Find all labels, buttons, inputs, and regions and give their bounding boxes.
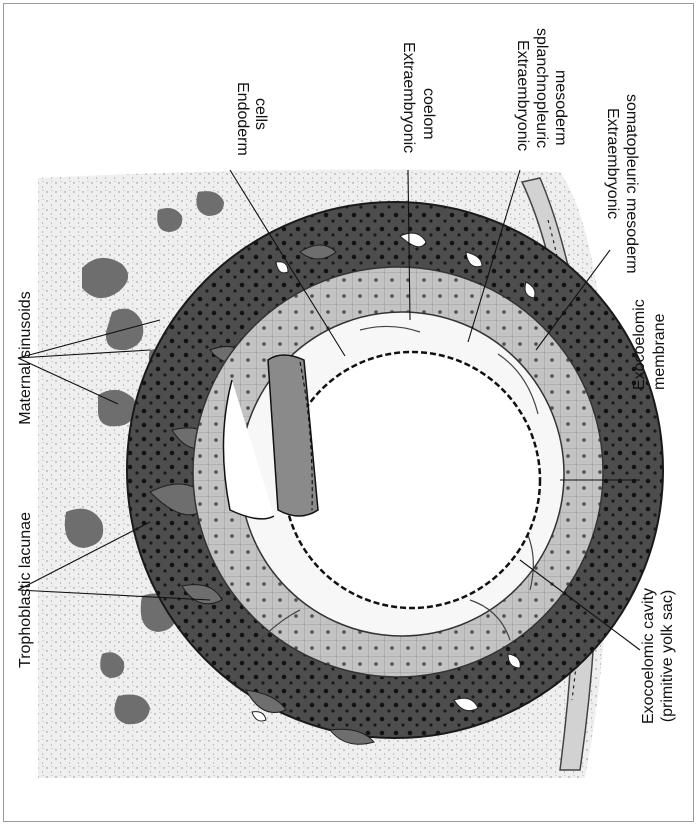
exocoelomic-cavity bbox=[284, 352, 540, 608]
label-endoderm-1: Endoderm bbox=[234, 82, 251, 156]
label-splanchnopleuric-2: splanchnopleuric bbox=[533, 28, 550, 148]
label-splanchnopleuric-1: Extraembryonic bbox=[514, 40, 531, 151]
label-somatopleuric-2: somatopleuric mesoderm bbox=[623, 94, 640, 274]
label-extraembryonic-coelom-2: coelom bbox=[420, 88, 437, 140]
label-exocoelomic-cavity-1: Exocoelomic cavity bbox=[640, 588, 657, 724]
label-exocoelomic-cavity-2: (primitive yolk sac) bbox=[659, 590, 676, 722]
label-somatopleuric-1: Extraembryonic bbox=[604, 108, 621, 219]
label-extraembryonic-coelom-1: Extraembryonic bbox=[400, 42, 417, 153]
label-exocoelomic-membrane-1: Exocoelomic bbox=[631, 299, 648, 390]
label-endoderm-2: cells bbox=[252, 98, 269, 130]
label-trophoblastic-lacunae: Trophoblastic lacunae bbox=[17, 512, 34, 668]
label-exocoelomic-membrane-2: membrane bbox=[651, 313, 668, 390]
label-maternal-sinusoids: Maternal sinusoids bbox=[17, 291, 34, 424]
label-splanchnopleuric-3: mesoderm bbox=[552, 70, 569, 146]
